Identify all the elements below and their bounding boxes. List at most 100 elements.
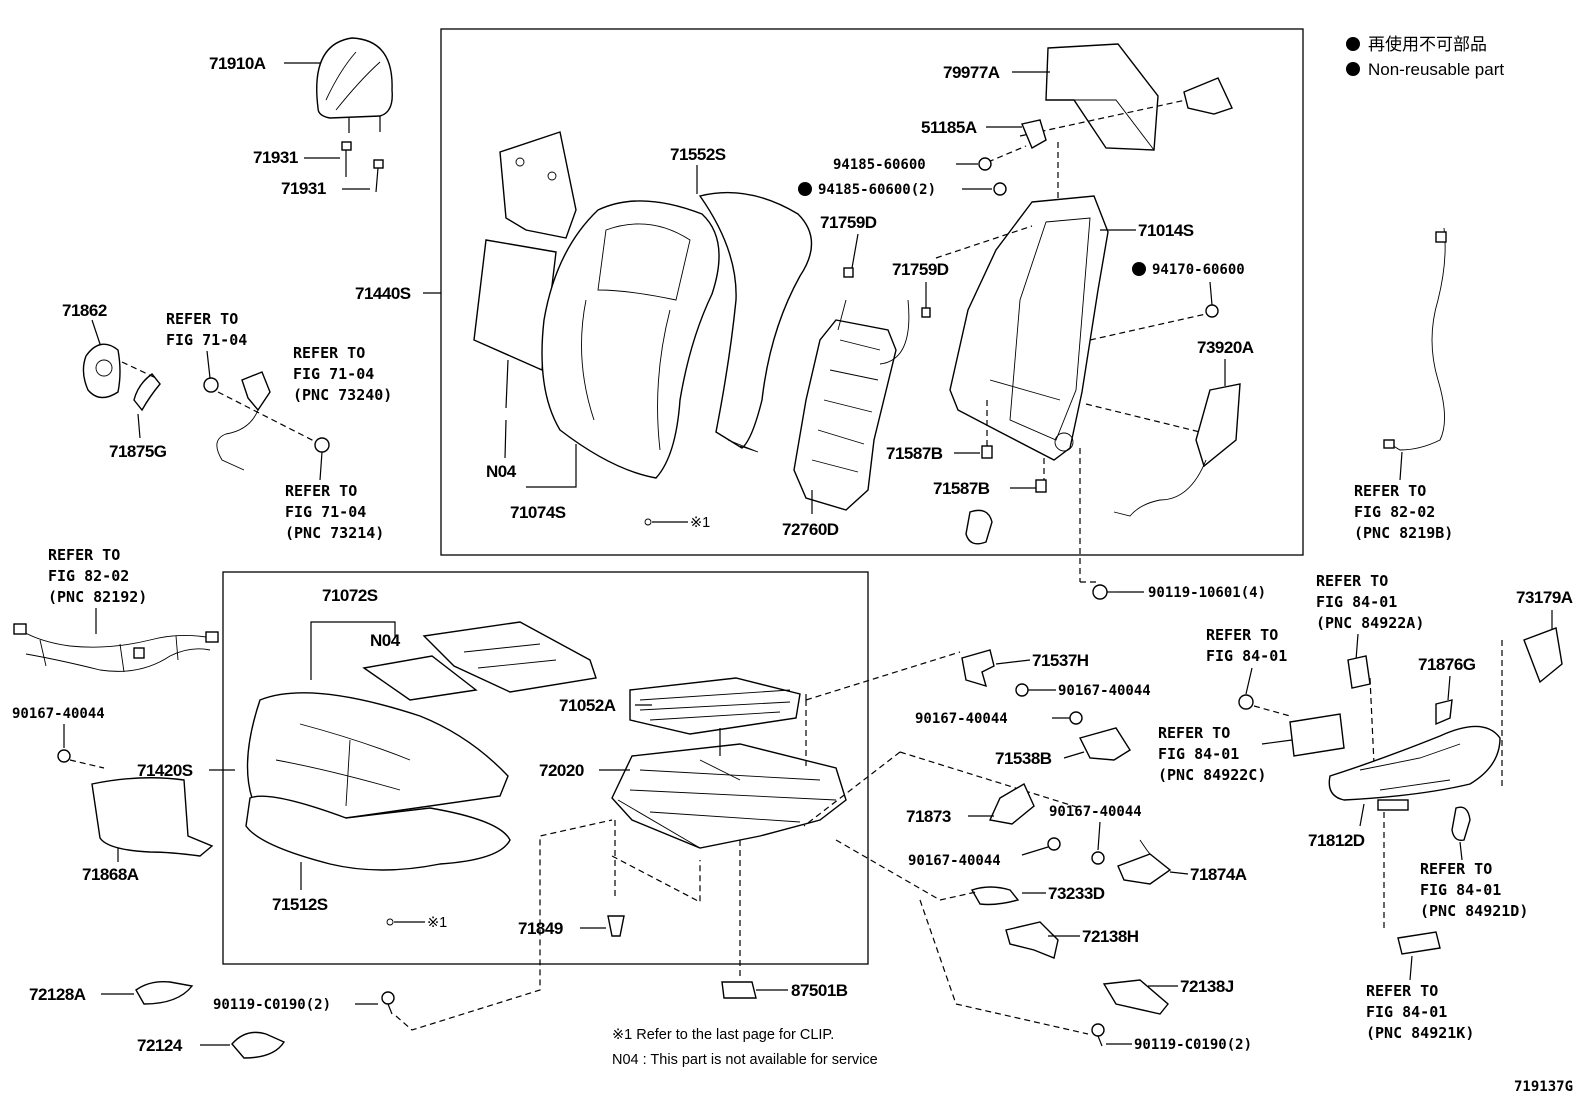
bolt-90119-10601-icon [1092, 584, 1118, 600]
label-71420S: 71420S [137, 761, 193, 780]
svg-text:REFER TO: REFER TO [293, 344, 365, 362]
label-72138H: 72138H [1082, 927, 1139, 946]
clip-71759D-b-icon [921, 307, 931, 318]
wire-harness-left-drawing [13, 623, 219, 673]
label-71538B: 71538B [995, 749, 1052, 768]
seatback-pad-drawing [473, 131, 577, 409]
bracket-71874A-drawing [1117, 839, 1172, 885]
label-71587B-b: 71587B [933, 479, 990, 498]
screw-right-icon [1238, 694, 1254, 710]
knob-84921K-icon [1397, 931, 1441, 955]
label-79977A: 79977A [943, 63, 1000, 82]
svg-text:(PNC 73214): (PNC 73214) [285, 524, 384, 542]
label-71072S: 71072S [322, 586, 378, 605]
svg-text:(PNC 84922C): (PNC 84922C) [1158, 766, 1266, 784]
label-71849: 71849 [518, 919, 563, 938]
svg-text:REFER TO: REFER TO [48, 546, 120, 564]
clip-mark-icon [644, 518, 652, 526]
refer-note-r8: REFER TO FIG 84-01 (PNC 84922C) [1158, 724, 1266, 784]
label-73233D: 73233D [1048, 884, 1105, 903]
label-N04-cushion: N04 [370, 631, 401, 650]
bracket-71537H-drawing [961, 649, 995, 688]
label-71587B-a: 71587B [886, 444, 943, 463]
pn-90167-40044-lower: 90167-40044 [908, 853, 1001, 869]
screw-90167-top-icon [1015, 683, 1029, 697]
svg-text:FIG 71-04: FIG 71-04 [293, 365, 374, 383]
seatback-cover-drawing [541, 191, 813, 479]
label-71875G: 71875G [109, 442, 167, 461]
label-71537H: 71537H [1032, 651, 1089, 670]
switch-84922A-icon [1347, 655, 1371, 689]
label-71868A: 71868A [82, 865, 139, 884]
svg-text:(PNC 82192): (PNC 82192) [48, 588, 147, 606]
label-71759D-a: 71759D [820, 213, 877, 232]
seat-side-cover-drawing [1328, 725, 1501, 811]
svg-text:(PNC 8219B): (PNC 8219B) [1354, 524, 1453, 542]
bracket-71873-drawing [988, 783, 1035, 825]
cushion-spring-drawing [629, 677, 801, 735]
bolt-71849-icon [607, 915, 625, 937]
svg-text:FIG 84-01: FIG 84-01 [1316, 593, 1397, 611]
label-71552S: 71552S [670, 145, 726, 164]
cushion-cover-drawing [245, 692, 511, 871]
label-71074S: 71074S [510, 503, 566, 522]
screw-90167-right-icon [1091, 851, 1105, 865]
seatback-frame-drawing [949, 195, 1109, 461]
bracket-51185A-drawing [1021, 119, 1047, 150]
pn-90167-40044-mid: 90167-40044 [915, 711, 1008, 727]
label-71512S: 71512S [272, 895, 328, 914]
pn-90119-C0190-right: 90119-C0190(2) [1134, 1037, 1252, 1053]
screw-90167-mid-icon [1069, 711, 1083, 725]
label-71759D-b: 71759D [892, 260, 949, 279]
pn-90167-40044-top: 90167-40044 [1058, 683, 1151, 699]
cover-72124-icon [231, 1031, 286, 1059]
screw-90167-lower-icon [1047, 837, 1061, 851]
svg-text:REFER TO: REFER TO [1316, 572, 1388, 590]
label-87501B: 87501B [791, 981, 848, 1000]
cover-73233D-icon [970, 886, 1020, 906]
pn-90167-40044-left: 90167-40044 [12, 706, 105, 722]
svg-text:FIG 82-02: FIG 82-02 [1354, 503, 1435, 521]
clip-mark-cushion: ※1 [427, 915, 447, 931]
label-72020: 72020 [539, 761, 584, 780]
label-71052A: 71052A [559, 696, 616, 715]
svg-text:FIG 84-01: FIG 84-01 [1158, 745, 1239, 763]
wire-harness-right-drawing [1383, 227, 1447, 451]
label-72128A: 72128A [29, 985, 86, 1004]
connector-87501B-icon [721, 981, 757, 999]
clip-mark-seatback: ※1 [690, 515, 710, 531]
buckle-drawing [203, 371, 330, 471]
cover-72128A-icon [135, 980, 194, 1005]
pn-94185-60600-2: 94185-60600(2) [818, 182, 936, 198]
cushion-group-box [222, 571, 869, 965]
clip-shape-icon [965, 509, 993, 545]
figure-id: 719137G [1514, 1079, 1573, 1095]
label-73920A: 73920A [1197, 338, 1254, 357]
headrest-guide-drawing [341, 141, 384, 193]
pn-94170-60600: 94170-60600 [1152, 262, 1245, 278]
refer-note-r6: REFER TO FIG 84-01 (PNC 84922A) [1316, 572, 1424, 632]
clip-mark-icon [386, 918, 394, 926]
refer-note-r9: REFER TO FIG 84-01 (PNC 84921D) [1420, 860, 1528, 920]
side-airbag-drawing [1113, 383, 1241, 517]
cushion-pad-drawing [362, 621, 597, 701]
non-reusable-bullet-icon [798, 182, 812, 196]
nut-94170-icon [1205, 304, 1219, 318]
svg-text:FIG 82-02: FIG 82-02 [48, 567, 129, 585]
label-71876G: 71876G [1418, 655, 1476, 674]
label-72760D: 72760D [782, 520, 839, 539]
screw-left-icon [57, 749, 71, 763]
svg-text:REFER TO: REFER TO [166, 310, 238, 328]
svg-text:REFER TO: REFER TO [1158, 724, 1230, 742]
knob-84921D-icon [1451, 806, 1471, 841]
switch-84922C-icon [1289, 713, 1345, 757]
pn-94185-60600: 94185-60600 [833, 157, 926, 173]
svg-text:REFER TO: REFER TO [1354, 482, 1426, 500]
clip-71759D-icon [843, 267, 854, 278]
svg-text:REFER TO: REFER TO [1420, 860, 1492, 878]
label-71014S: 71014S [1138, 221, 1194, 240]
footnote-clip: ※1 Refer to the last page for CLIP. [612, 1027, 834, 1043]
refer-note-r1: REFER TO FIG 71-04 [166, 310, 247, 349]
label-71910A: 71910A [209, 54, 266, 73]
refer-note-r3: REFER TO FIG 71-04 (PNC 73214) [285, 482, 384, 542]
